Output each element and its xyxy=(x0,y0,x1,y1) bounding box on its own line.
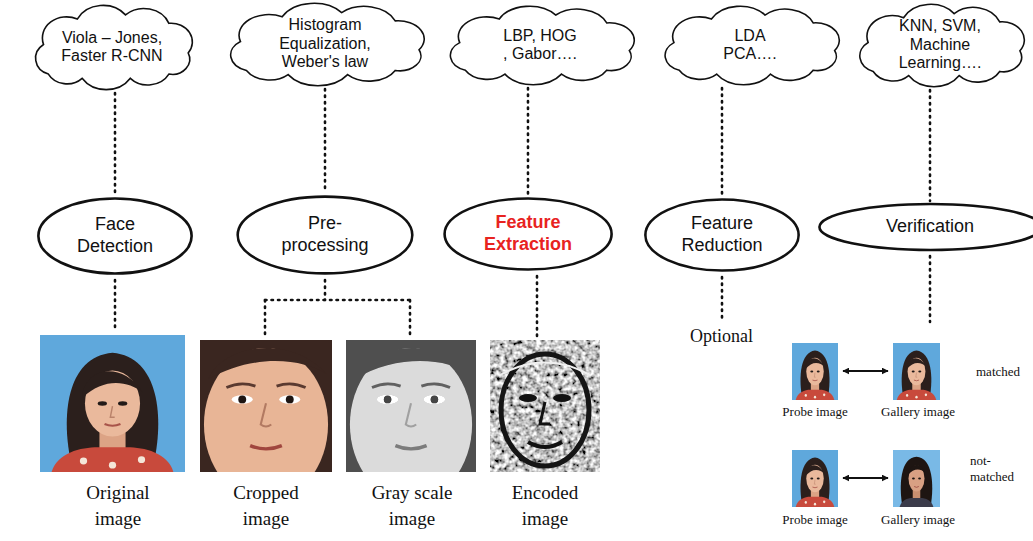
ellipse-outline xyxy=(38,199,191,274)
gallery-photo xyxy=(893,450,940,507)
node-text-group: Feature Extraction xyxy=(473,212,583,255)
leader-line xyxy=(536,276,539,336)
dotted-connector xyxy=(721,88,724,196)
method-text: KNN, SVM, Machine Learning…. xyxy=(894,17,986,72)
stage-label: Face Detection xyxy=(65,214,165,257)
method-text: LBP, HOG , Gabor…. xyxy=(500,27,580,64)
image-caption: Cropped image xyxy=(212,480,320,531)
node-text-group: Viola – Jones, Faster R-CNN xyxy=(56,29,168,66)
stage-label: Pre- processing xyxy=(270,213,380,256)
cloud-outline xyxy=(36,5,193,89)
hair-line xyxy=(500,363,590,376)
probe-photo xyxy=(792,343,838,400)
ellipse-outline xyxy=(819,204,1033,250)
node-text-group: Face Detection xyxy=(65,214,165,257)
ellipse-outline xyxy=(444,198,611,269)
encoded-photo xyxy=(490,340,600,472)
method-text: Viola – Jones, Faster R-CNN xyxy=(56,29,168,66)
stage-label: Feature Reduction xyxy=(672,213,772,256)
stage-label: Verification xyxy=(855,216,1005,238)
stage-label: Feature Extraction xyxy=(473,212,583,255)
dotted-connector xyxy=(114,93,117,195)
method-text: Histogram Equalization, Weber's law xyxy=(270,16,380,71)
node-text-group: Verification xyxy=(855,216,1005,238)
dotted-connector xyxy=(324,89,327,193)
cropped-photo xyxy=(200,340,332,501)
stage-ellipse: Pre- processing xyxy=(235,195,415,275)
eye xyxy=(519,394,537,402)
method-text: LDA PCA…. xyxy=(720,27,780,64)
compare-arrow xyxy=(843,477,888,479)
leader-line xyxy=(114,280,117,331)
face-contour xyxy=(501,354,589,466)
node-text-group: LBP, HOG , Gabor…. xyxy=(500,27,580,64)
probe-photo xyxy=(792,450,838,507)
match-result: not-matched xyxy=(970,453,1028,484)
image-caption: Probe image xyxy=(769,512,861,528)
image-caption: Encoded image xyxy=(491,480,599,531)
node-text-group: LDA PCA…. xyxy=(720,27,780,64)
note: Optional xyxy=(690,326,780,348)
dotted-connector xyxy=(929,90,932,201)
method-cloud: KNN, SVM, Machine Learning…. xyxy=(855,2,1025,88)
leader-line xyxy=(264,300,267,336)
stage-ellipse: Feature Reduction xyxy=(643,198,801,272)
image-caption: Gallery image xyxy=(870,512,966,528)
match-result: matched xyxy=(976,364,1030,380)
cloud-outline xyxy=(450,6,634,85)
stage-ellipse: Verification xyxy=(816,203,1033,251)
grayscale-photo xyxy=(346,340,476,501)
dotted-connector xyxy=(527,88,530,195)
original-photo xyxy=(40,335,185,472)
mouth xyxy=(528,442,562,447)
method-cloud: LBP, HOG , Gabor…. xyxy=(445,4,635,86)
cloud-outline xyxy=(665,6,839,85)
node-text-group: Pre- processing xyxy=(270,213,380,256)
image-caption: Original image xyxy=(64,480,172,531)
ellipse-outline xyxy=(238,197,413,274)
image-caption: Probe image xyxy=(769,404,861,420)
cloud-outline xyxy=(231,3,425,85)
leader-line xyxy=(929,256,932,322)
stage-ellipse: Feature Extraction xyxy=(442,197,614,271)
method-cloud: Viola – Jones, Faster R-CNN xyxy=(31,3,193,91)
method-cloud: LDA PCA…. xyxy=(660,4,840,86)
compare-arrow xyxy=(843,370,888,372)
image-caption: Gray scale image xyxy=(358,480,466,531)
gallery-photo xyxy=(893,343,940,400)
node-text-group: Histogram Equalization, Weber's law xyxy=(270,16,380,71)
method-cloud: Histogram Equalization, Weber's law xyxy=(225,1,425,87)
ellipse-outline xyxy=(645,199,798,270)
image-caption: Gallery image xyxy=(870,404,966,420)
leader-line xyxy=(324,280,327,300)
nose xyxy=(540,402,550,424)
stage-ellipse: Face Detection xyxy=(36,197,194,275)
cloud-outline xyxy=(860,4,1025,86)
node-text-group: KNN, SVM, Machine Learning…. xyxy=(894,17,986,72)
leader-line xyxy=(409,300,412,336)
eye xyxy=(553,394,571,402)
texture xyxy=(490,340,600,472)
leader-line xyxy=(721,277,724,320)
node-text-group: Feature Reduction xyxy=(672,213,772,256)
leader-line xyxy=(265,299,410,302)
